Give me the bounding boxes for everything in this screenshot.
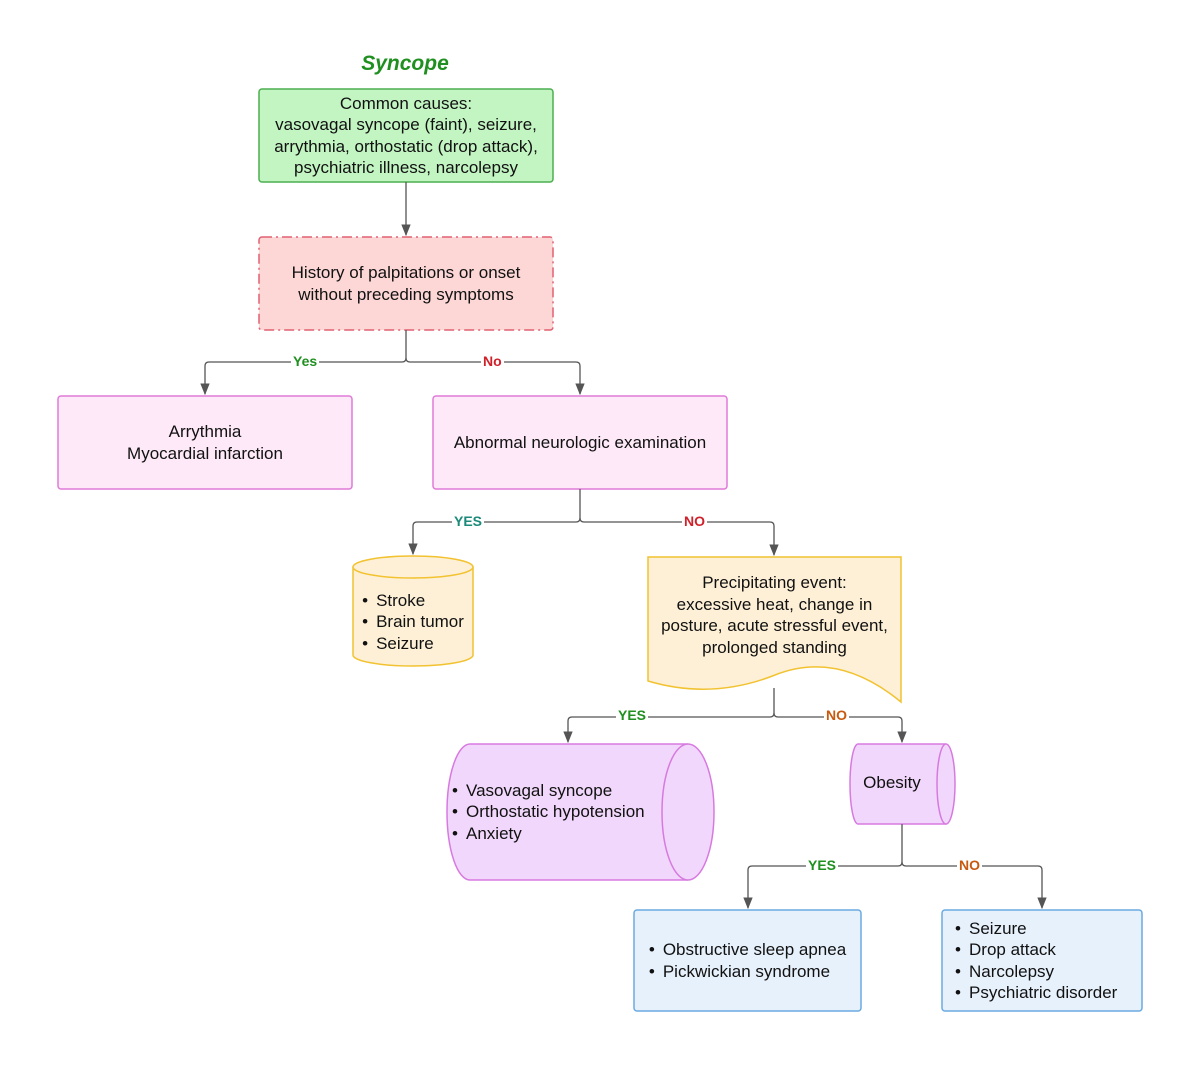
diagram-title: Syncope — [361, 52, 449, 75]
connector-neuro-yes — [408, 489, 581, 556]
list-item: Vasovagal syncope — [452, 780, 645, 802]
causes-line: psychiatric illness, narcolepsy — [294, 158, 518, 177]
connector-precip-yes — [563, 688, 775, 744]
list-item: Psychiatric disorder — [955, 982, 1117, 1004]
list-item: Obstructive sleep apnea — [649, 939, 846, 961]
connector-obesity-no — [901, 861, 1047, 910]
causes-line: arrythmia, orthostatic (drop attack), — [274, 136, 538, 156]
causes-line: Common causes: — [339, 93, 473, 113]
osa-list: Obstructive sleep apnea Pickwickian synd… — [649, 939, 846, 982]
label-yes-obesity: YES — [806, 857, 839, 873]
label-no-neuro: NO — [682, 513, 707, 529]
neuro-exam-text: Abnormal neurologic examination — [453, 432, 707, 452]
label-yes-neuro: YES — [452, 513, 485, 529]
osa-box: Obstructive sleep apnea Pickwickian synd… — [634, 910, 861, 1011]
list-item: Anxiety — [452, 823, 645, 845]
common-causes-box: Common causes: vasovagal syncope (faint)… — [259, 89, 553, 182]
precip-line: excessive heat, change in — [676, 594, 873, 614]
list-item: Stroke — [362, 590, 464, 612]
connector-precip-no — [773, 712, 907, 744]
arrythmia-line: Myocardial infarction — [127, 443, 283, 463]
history-line: History of palpitations or onset — [291, 263, 521, 282]
label-yes-history: Yes — [291, 353, 320, 369]
other-causes-box: Seizure Drop attack Narcolepsy Psychiatr… — [942, 910, 1142, 1011]
arrythmia-line: Arrythmia — [168, 422, 242, 441]
list-item: Brain tumor — [362, 611, 464, 633]
neuro-exam-box: Abnormal neurologic examination — [433, 396, 727, 489]
stroke-list: Stroke Brain tumor Seizure — [362, 590, 464, 655]
vasovagal-list: Vasovagal syncope Orthostatic hypotensio… — [452, 780, 645, 845]
list-item: Pickwickian syndrome — [649, 961, 846, 983]
vasovagal-cylinder: Vasovagal syncope Orthostatic hypotensio… — [452, 770, 672, 854]
connector-history-no — [405, 357, 585, 396]
precip-line: posture, acute stressful event, — [661, 616, 888, 635]
stroke-cylinder: Stroke Brain tumor Seizure — [353, 580, 473, 664]
list-item: Seizure — [362, 633, 464, 655]
connector-neuro-no — [579, 517, 779, 557]
precipitating-event-box: Precipitating event: excessive heat, cha… — [648, 570, 901, 660]
other-list: Seizure Drop attack Narcolepsy Psychiatr… — [955, 918, 1117, 1004]
label-no-precip: NO — [824, 707, 849, 723]
history-box: History of palpitations or onset without… — [259, 237, 553, 330]
obesity-text: Obesity — [863, 773, 921, 793]
obesity-cylinder-shape — [849, 743, 956, 825]
obesity-cylinder: Obesity — [852, 770, 932, 796]
precip-line: prolonged standing — [702, 637, 847, 657]
label-no-history: No — [481, 353, 504, 369]
precip-document-shape — [647, 556, 902, 704]
list-item: Orthostatic hypotension — [452, 801, 645, 823]
precip-line: Precipitating event: — [702, 573, 847, 592]
arrythmia-box-shape — [57, 395, 353, 490]
causes-line: vasovagal syncope (faint), seizure, — [275, 115, 537, 134]
list-item: Drop attack — [955, 939, 1117, 961]
label-no-obesity: NO — [957, 857, 982, 873]
arrythmia-box: Arrythmia Myocardial infarction — [58, 396, 352, 489]
list-item: Narcolepsy — [955, 961, 1117, 983]
history-line: without preceding symptoms — [298, 284, 514, 304]
label-yes-precip: YES — [616, 707, 649, 723]
list-item: Seizure — [955, 918, 1117, 940]
